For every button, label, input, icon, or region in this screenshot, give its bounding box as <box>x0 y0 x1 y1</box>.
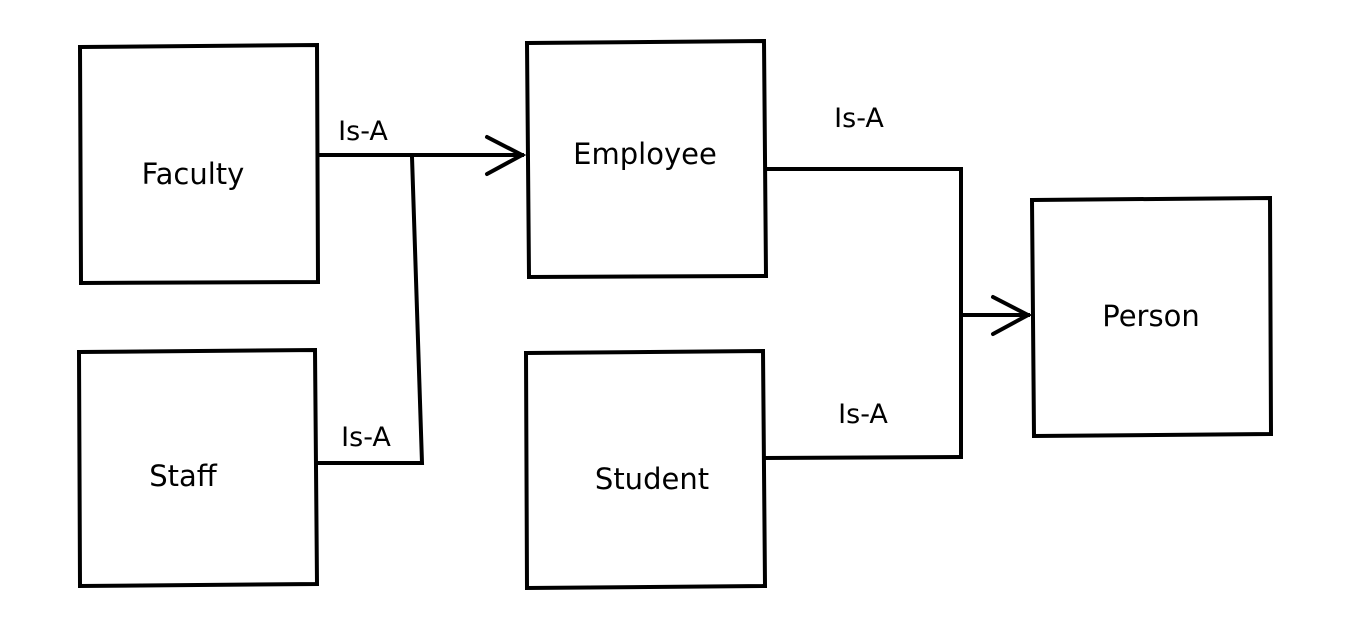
node-staff: Staff <box>76 347 320 589</box>
edge-student-person: Is-A <box>762 399 964 461</box>
node-student-label: Student <box>595 462 709 496</box>
node-person-box <box>1029 195 1274 439</box>
node-student: Student <box>523 348 768 591</box>
node-faculty-box <box>77 42 321 286</box>
node-employee-box <box>524 38 769 280</box>
edge-employee-person: Is-A <box>764 103 1033 459</box>
node-employee-label: Employee <box>573 137 717 171</box>
node-staff-box <box>76 347 320 589</box>
edge-faculty-employee: Is-A <box>316 116 527 176</box>
node-staff-label: Staff <box>149 459 218 493</box>
edge-employee-person-arrowhead <box>991 295 1033 336</box>
edge-faculty-employee-label: Is-A <box>338 116 388 147</box>
node-employee: Employee <box>524 38 769 280</box>
edge-staff-employee: Is-A <box>315 154 425 465</box>
edge-student-person-label: Is-A <box>838 399 888 430</box>
node-student-box <box>523 348 768 591</box>
edge-staff-employee-line <box>315 154 425 465</box>
node-faculty-label: Faculty <box>142 157 245 191</box>
node-person: Person <box>1029 195 1274 439</box>
edge-employee-person-line <box>764 167 963 459</box>
edge-staff-employee-label: Is-A <box>341 422 391 453</box>
edge-employee-person-label: Is-A <box>834 103 884 134</box>
edge-faculty-employee-arrowhead <box>485 135 527 176</box>
edge-student-person-line <box>762 454 964 461</box>
node-person-label: Person <box>1102 299 1199 333</box>
node-faculty: Faculty <box>77 42 321 286</box>
